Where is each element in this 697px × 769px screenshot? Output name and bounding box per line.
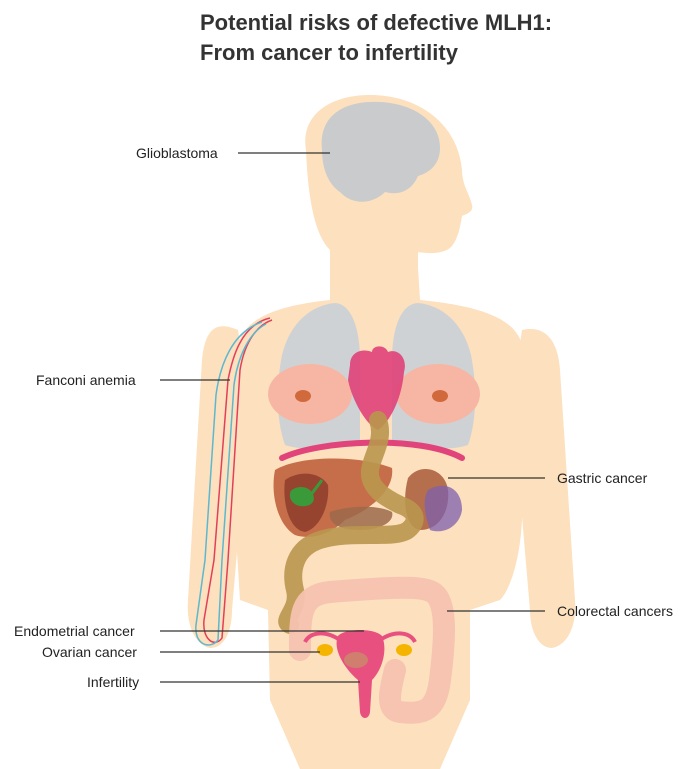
label-colorectal-cancers: Colorectal cancers — [557, 603, 673, 619]
label-glioblastoma: Glioblastoma — [136, 145, 218, 161]
cervix-shape — [344, 652, 368, 668]
label-endometrial-cancer: Endometrial cancer — [14, 623, 135, 639]
label-fanconi-anemia: Fanconi anemia — [36, 372, 136, 388]
ovary-right — [396, 644, 412, 656]
kidney-left-core — [295, 390, 311, 402]
kidney-right-core — [432, 390, 448, 402]
ovary-left — [317, 644, 333, 656]
label-gastric-cancer: Gastric cancer — [557, 470, 647, 486]
label-infertility: Infertility — [87, 674, 139, 690]
label-ovarian-cancer: Ovarian cancer — [42, 644, 137, 660]
